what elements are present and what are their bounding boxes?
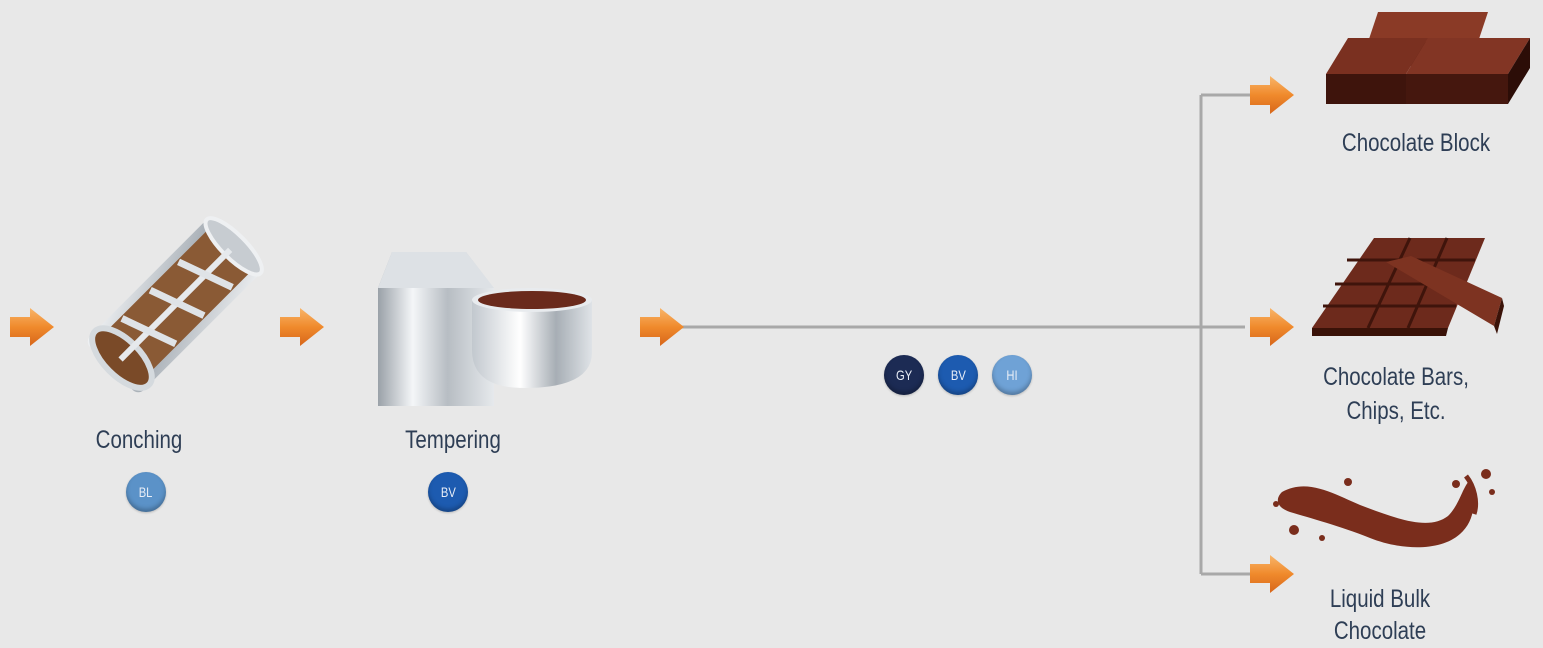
- liquid-chocolate-label-line1: Liquid Bulk: [1329, 585, 1431, 613]
- chocolate-bars-label-line2: Chips, Etc.: [1346, 397, 1446, 425]
- tempering-machine-icon: [378, 252, 593, 406]
- conching-badge-bl: BL: [126, 472, 166, 512]
- input-arrow-icon: [10, 308, 54, 346]
- conching-to-tempering-arrow-icon: [280, 308, 324, 346]
- tempering-output-arrow-icon: [640, 308, 684, 346]
- chocolate-block-label: Chocolate Block: [1341, 129, 1491, 157]
- chocolate-block-icon: [1326, 12, 1530, 104]
- line-badge-hi: HI: [992, 355, 1032, 395]
- tempering-label: Tempering: [405, 426, 501, 454]
- conching-label: Conching: [95, 426, 183, 454]
- chocolate-bars-icon: [1312, 237, 1504, 336]
- chocolate-bars-label-line1: Chocolate Bars,: [1323, 363, 1469, 391]
- liquid-chocolate-label-line2: Chocolate: [1333, 617, 1427, 645]
- liquid-chocolate-icon: [1273, 469, 1495, 548]
- tempering-badge-bv: BV: [428, 472, 468, 512]
- block-arrow-icon: [1250, 76, 1294, 114]
- liquid-arrow-icon: [1250, 555, 1294, 593]
- line-badge-bv: BV: [938, 355, 978, 395]
- conching-machine-icon: [87, 216, 264, 393]
- line-badge-gy: GY: [884, 355, 924, 395]
- bars-arrow-icon: [1250, 308, 1294, 346]
